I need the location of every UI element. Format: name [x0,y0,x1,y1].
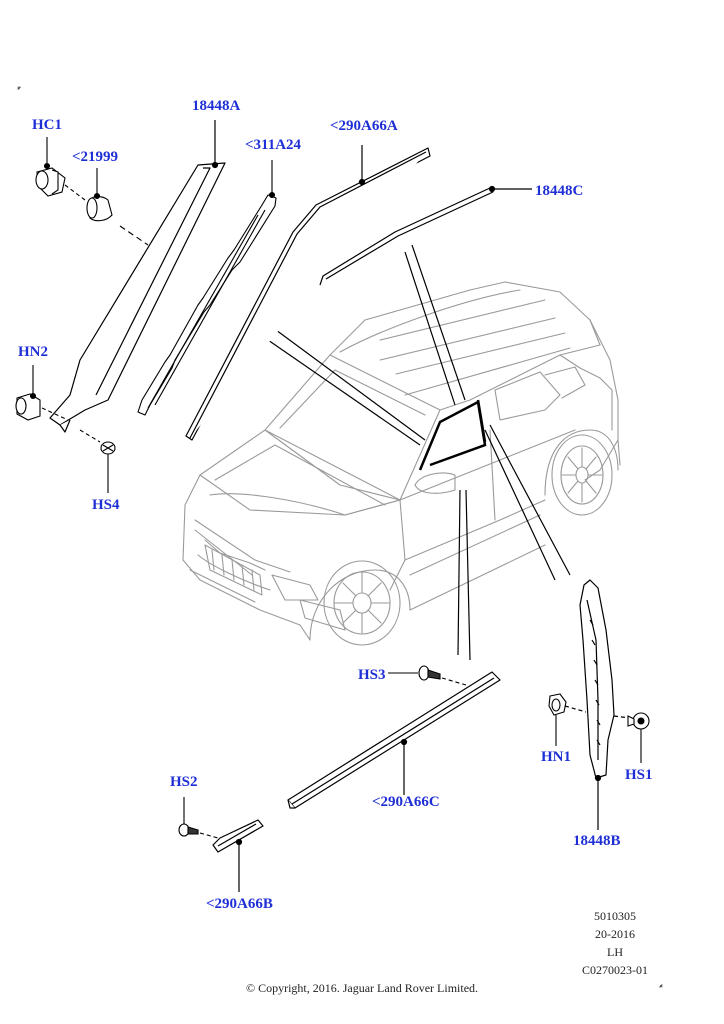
screw-hs2 [178,797,219,839]
leader-lines [267,244,571,661]
reference-block: 5010305 20-2016 LH C0270023-01 [570,907,660,979]
reference-number: 5010305 [594,909,636,923]
reference-code: C0270023-01 [582,963,648,977]
screw-hs3 [388,665,467,686]
callout-hs4[interactable]: HS4 [92,497,120,513]
moulding-290a66a [185,145,431,441]
screw-hs4 [79,429,116,493]
nut-hn2 [15,365,69,421]
seal-strip-311a24 [137,160,277,416]
strip-18448c [319,185,532,286]
moulding-290a66c [287,671,501,809]
cap-21999 [86,168,149,246]
callout-290a66a[interactable]: <290A66A [330,118,398,134]
copyright-notice: © Copyright, 2016. Jaguar Land Rover Lim… [245,981,479,995]
callout-hs1[interactable]: HS1 [625,767,653,783]
clip-hc1 [35,137,86,201]
callout-21999[interactable]: <21999 [72,149,119,165]
callout-18448a[interactable]: 18448A [192,98,241,114]
callout-hn2[interactable]: HN2 [18,344,48,360]
callout-hs2[interactable]: HS2 [170,774,198,790]
door-frame-highlight [418,399,487,471]
moulding-290a66b [212,819,264,892]
a-pillar-trim-18448a [49,120,226,433]
reference-side: LH [607,945,623,959]
corner-marks [17,86,663,988]
callout-hn1[interactable]: HN1 [541,749,571,765]
reference-date: 20-2016 [595,927,635,941]
callout-hc1[interactable]: HC1 [32,117,62,133]
b-pillar-trim-18448b [564,579,631,830]
callout-18448c[interactable]: 18448C [535,183,584,199]
callout-hs3[interactable]: HS3 [358,667,386,683]
callout-290a66b[interactable]: <290A66B [206,896,273,912]
callout-290a66c[interactable]: <290A66C [372,794,440,810]
callout-311a24[interactable]: <311A24 [245,137,302,153]
screw-hs1 [627,712,650,763]
nut-hn1 [548,693,567,746]
vehicle-illustration [182,281,621,646]
callout-18448b[interactable]: 18448B [573,833,621,849]
